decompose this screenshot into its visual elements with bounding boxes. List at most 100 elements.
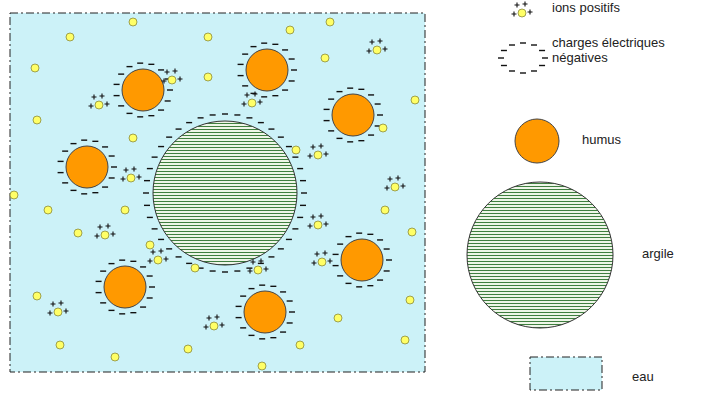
negative-charge [111, 166, 117, 167]
negative-charge-sample [539, 65, 545, 66]
negative-charge [272, 95, 278, 96]
humus-particle [122, 69, 164, 111]
plus-sign [308, 224, 313, 229]
plus-sign [378, 39, 383, 44]
plus-sign [324, 222, 329, 227]
negative-charge [234, 114, 240, 115]
negative-charge-sample [501, 50, 507, 51]
negative-charge [347, 141, 353, 142]
negative-charge [261, 42, 267, 43]
negative-charge [292, 156, 298, 157]
negative-charge-sample [520, 42, 526, 43]
plus-sign [311, 145, 316, 150]
plus-sign [319, 144, 324, 149]
negative-charge [137, 116, 143, 117]
legend-label: argile [642, 246, 674, 261]
negative-charge [92, 192, 98, 193]
negative-charge [289, 80, 295, 81]
humus-particle [332, 94, 374, 136]
negative-charge [240, 327, 246, 328]
water-molecule [74, 229, 82, 237]
plus-sign [178, 77, 183, 82]
negative-charge [259, 338, 265, 339]
water-molecule [33, 116, 41, 124]
plus-sign [312, 261, 317, 266]
negative-charge [186, 263, 192, 264]
negative-charge [297, 217, 303, 218]
plus-sign [308, 154, 313, 159]
plus-sign [388, 177, 393, 182]
ion-dot [373, 46, 381, 54]
plus-sign [385, 186, 390, 191]
water-molecule [129, 18, 137, 26]
negative-charge [62, 150, 68, 151]
legend-label: ions positifs [552, 0, 620, 15]
negative-charge [337, 91, 343, 92]
negative-charge [356, 232, 362, 233]
plus-sign [253, 92, 258, 97]
water-molecule [406, 296, 414, 304]
plus-sign [95, 234, 100, 239]
water-molecule [379, 124, 387, 132]
ion-dot [254, 266, 262, 274]
water-molecule [184, 345, 192, 353]
plus-sign [105, 102, 110, 107]
water-molecule [411, 96, 419, 104]
plus-sign [124, 168, 129, 173]
negative-charge [282, 89, 288, 90]
negative-charge [377, 239, 383, 240]
negative-charge [166, 248, 172, 249]
plus-sign [259, 259, 264, 264]
negative-charge [140, 266, 146, 267]
negative-charge [58, 172, 64, 173]
water-molecule [56, 341, 64, 349]
legend-sample [515, 119, 559, 163]
negative-charge [149, 286, 155, 287]
negative-charge [246, 267, 252, 268]
plus-sign [59, 301, 64, 306]
negative-charge [270, 286, 276, 287]
negative-charge [152, 156, 158, 157]
negative-charge [246, 117, 252, 118]
plus-sign [48, 311, 53, 316]
legend-sample [512, 2, 533, 18]
plus-sign [162, 79, 167, 84]
water-molecule [121, 206, 129, 214]
negative-charge [147, 217, 153, 218]
negative-charge [346, 283, 352, 284]
plus-sign [370, 40, 375, 45]
negative-charge [165, 100, 171, 101]
negative-charge [377, 114, 383, 115]
positive-ion [512, 2, 533, 18]
positive-ion [312, 251, 333, 267]
ion-dot [210, 322, 218, 330]
negative-charge [337, 243, 343, 244]
negative-charge [118, 105, 124, 106]
plus-sign [98, 225, 103, 230]
negative-charge [71, 190, 77, 191]
negative-charge [368, 94, 374, 95]
negative-charge [289, 58, 295, 59]
negative-charge [258, 122, 264, 123]
negative-charge-sample [539, 50, 545, 51]
negative-charge [280, 291, 286, 292]
humus-particle [244, 291, 286, 333]
negative-charge [96, 292, 102, 293]
positive-ion [204, 315, 225, 331]
negative-charge [300, 180, 306, 181]
plus-sign [383, 47, 388, 52]
negative-charge [384, 270, 390, 271]
negative-charge [292, 228, 298, 229]
negative-charge [291, 69, 297, 70]
negative-charge [300, 205, 306, 206]
negative-charge [358, 140, 364, 141]
plus-sign [207, 316, 212, 321]
positive-ion [308, 214, 329, 230]
water-molecule [321, 54, 329, 62]
negative-charge [287, 322, 293, 323]
positive-ion [308, 144, 329, 160]
negative-charge [386, 259, 392, 260]
plus-sign [151, 250, 156, 255]
negative-charge [375, 103, 381, 104]
